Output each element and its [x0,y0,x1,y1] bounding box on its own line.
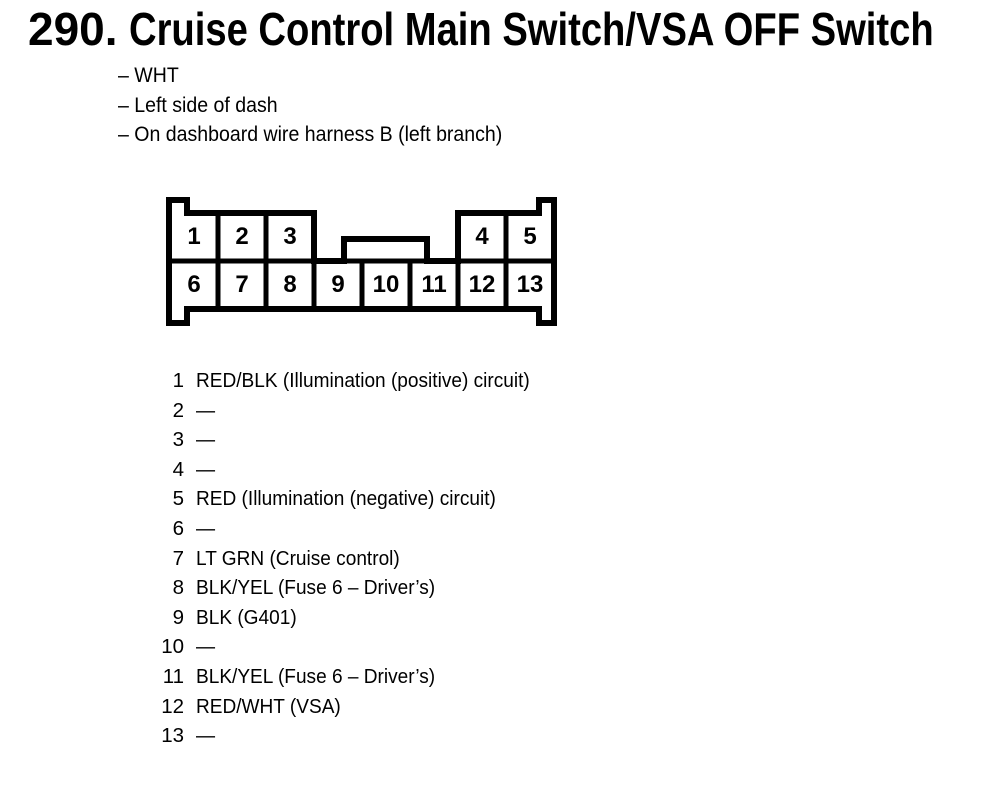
bullet-list: – WHT – Left side of dash – On dashboard w… [118,61,531,150]
pin-number: 5 [172,487,184,511]
pin-list-row: 9 BLK (G401) [150,603,555,633]
pin-list-row: 3— [150,425,555,455]
section-number: 290. [28,3,118,55]
pin-number: 9 [172,605,184,629]
pin-number: 10 [161,635,184,659]
pin-list-row: 8 BLK/YEL (Fuse 6 – Driver’s) [150,573,555,603]
pin-list-row: 1 RED/BLK (Illumination (positive) circui… [150,366,555,396]
pin-description: BLK/YEL (Fuse 6 – Driver’s) [196,664,436,688]
pin-description: LT GRN (Cruise control) [196,546,400,570]
pin-number: 2 [172,398,184,422]
page-title: Cruise Control Main Switch/VSA OFF Switc… [129,3,934,55]
pin-number: 7 [172,546,184,570]
pin-description: — [196,724,216,748]
pin-list-row: 7 LT GRN (Cruise control) [150,544,555,574]
pin-number: 8 [172,576,184,600]
pin-description: — [196,516,216,540]
pin-list-row: 13 — [150,721,555,751]
pin-description: BLK/YEL (Fuse 6 – Driver’s) [196,576,436,600]
pin-number: 11 [162,664,184,688]
pin-list-row: 5 RED (Illumination (negative) circuit) [150,484,555,514]
pin-list-row: 10 — [150,632,555,662]
pin-list: 1 RED/BLK (Illumination (positive) circui… [150,366,555,751]
pin-description: — [196,398,216,422]
pin-description: RED/WHT (VSA) [196,694,341,718]
pin-number: 6 [172,516,184,540]
pin-list-row: 4— [150,455,555,485]
connector-diagram [166,197,557,326]
pin-description: — [196,457,216,481]
bullet-item: – Left side of dash [118,93,278,117]
pin-description: — [196,428,216,452]
pin-list-row: 6— [150,514,555,544]
pin-description: — [196,635,216,659]
pin-description: RED/BLK (Illumination (positive) circuit… [196,369,530,392]
pin-list-row: 2— [150,396,555,426]
pin-number: 1 [172,369,184,392]
bullet-item: – On dashboard wire harness B (left bran… [118,123,503,146]
pin-list-row: 11 BLK/YEL (Fuse 6 – Driver’s) [150,662,555,692]
pin-number: 12 [161,694,184,718]
pin-list-row: 12 RED/WHT (VSA) [150,692,555,722]
pin-number: 4 [172,457,184,481]
pin-description: RED (Illumination (negative) circuit) [196,487,496,511]
connector-grid-lines [169,213,554,309]
pin-number: 3 [172,428,184,452]
pin-description: BLK (G401) [196,605,297,629]
bullet-item: – WHT [118,64,179,87]
pin-number: 13 [161,724,184,748]
